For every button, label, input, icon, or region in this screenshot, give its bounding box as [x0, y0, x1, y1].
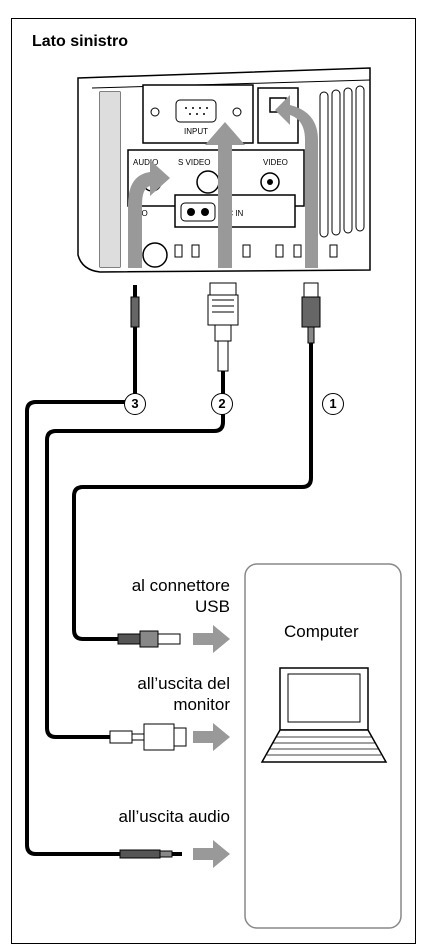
vga-cable [45, 385, 225, 739]
audio-target-label: all’uscita audio [118, 807, 230, 826]
figure-title: Lato sinistro [32, 33, 129, 50]
audio-plug-bottom [119, 849, 182, 859]
audio-cable [25, 385, 137, 856]
cable-number-1: 1 [322, 393, 344, 415]
audio-port-label: AUDIO [133, 158, 158, 167]
cable-number-2: 2 [211, 393, 233, 415]
monitor-target-label: all’uscita del monitor [137, 674, 230, 714]
usb-target-label: al connettore USB [131, 576, 230, 616]
input-port-label: INPUT [184, 127, 208, 136]
usb-plug-top [301, 282, 321, 385]
cable-number-3: 3 [124, 393, 146, 415]
connection-arrows-right [193, 625, 230, 868]
computer-label: Computer [284, 622, 359, 641]
audio-plug-top [130, 285, 140, 385]
svideo-port-label: S VIDEO [178, 158, 210, 167]
vga-plug-top [207, 282, 239, 385]
vga-plug-bottom [109, 723, 187, 751]
connection-arrows-up [128, 95, 318, 268]
ac-in-label: AC IN [222, 209, 244, 218]
video-port-label: VIDEO [263, 158, 288, 167]
laptop-icon [260, 667, 388, 763]
usb-cable [72, 385, 313, 641]
usb-plug-bottom [117, 630, 181, 648]
